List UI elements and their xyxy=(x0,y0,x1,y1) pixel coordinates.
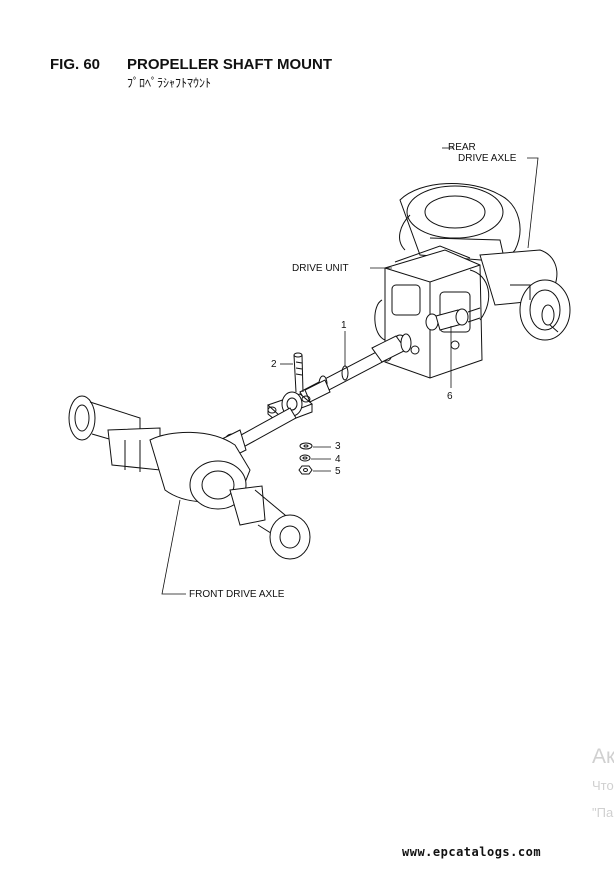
part-number-3: 3 xyxy=(335,441,341,452)
figure-number: FIG. 60 xyxy=(50,56,101,73)
rear-drive-axle-label-line1: REAR xyxy=(448,142,476,153)
leader-lines xyxy=(161,147,539,595)
drive-unit-drawing xyxy=(374,245,490,379)
rear-drive-axle-drawing xyxy=(399,183,571,341)
rear-drive-axle-label-line2: DRIVE AXLE xyxy=(458,153,517,164)
figure-subtitle: ﾌﾟﾛﾍﾟﾗｼｬﾌﾄﾏｳﾝﾄ xyxy=(127,76,212,90)
bearing-mount-drawing xyxy=(267,391,313,426)
front-drive-axle-label: FRONT DRIVE AXLE xyxy=(189,589,285,600)
part-number-1: 1 xyxy=(341,320,347,331)
watermark-line1: Ак xyxy=(592,745,614,768)
rear-universal-joint-drawing xyxy=(425,307,481,331)
part-number-4: 4 xyxy=(335,454,341,465)
part-number-6: 6 xyxy=(447,391,453,402)
washer-nut-drawing xyxy=(298,442,313,475)
propeller-shaft-drawing xyxy=(299,333,412,403)
figure-title: PROPELLER SHAFT MOUNT xyxy=(127,56,332,73)
watermark-line3: "Па xyxy=(592,805,614,820)
drive-unit-label: DRIVE UNIT xyxy=(292,263,349,274)
watermark-line2: Что xyxy=(592,778,614,793)
front-drive-axle-drawing xyxy=(68,395,311,560)
bolt-drawing xyxy=(293,352,304,393)
footer-url: www.epcatalogs.com xyxy=(402,845,542,859)
part-number-2: 2 xyxy=(271,359,277,370)
part-number-5: 5 xyxy=(335,466,341,477)
